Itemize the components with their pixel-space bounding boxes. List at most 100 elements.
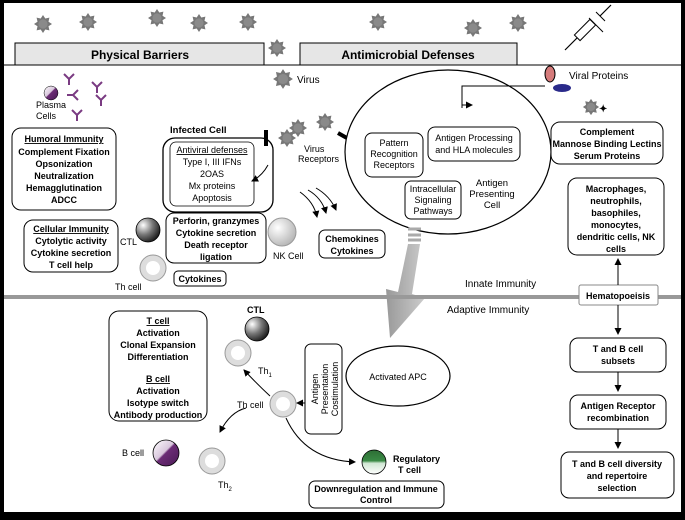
chemokines-text: Chemokines — [325, 234, 379, 244]
innate-cells-box — [567, 177, 665, 256]
virus-icon — [273, 69, 293, 89]
cytokines-box — [173, 270, 227, 287]
virus-icon — [190, 14, 208, 32]
tcell-item: Activation — [136, 328, 180, 338]
viral-protein-icon — [544, 65, 556, 83]
humoral-immunity-box — [11, 127, 117, 211]
virus-receptors-label-1: Virus — [304, 144, 325, 154]
signaling-text: Pathways — [413, 206, 453, 216]
antigen-presentation-text: Antigen Presentation Costimulation — [310, 362, 340, 417]
antimicrobial-defenses-label: Antimicrobial Defenses — [341, 48, 475, 62]
innate-cells-text: monocytes, — [591, 220, 641, 230]
svg-text:Presentation: Presentation — [320, 364, 330, 415]
th-cell-core — [276, 397, 290, 411]
cytokines-text: Cytokines — [178, 274, 221, 284]
viral-protein-icon — [553, 84, 571, 92]
virus-icon — [148, 9, 166, 27]
innate-cells-text: Macrophages, — [586, 184, 647, 194]
ctl-cell-icon — [135, 217, 161, 243]
innate-cells-text: basophiles, — [591, 208, 641, 218]
complement-marker: ✦ — [599, 104, 607, 115]
syringe-icon — [564, 4, 612, 51]
infected-cell-label: Infected Cell — [170, 125, 227, 136]
th-cell-label: Th cell — [115, 282, 142, 292]
physical-barriers-label: Physical Barriers — [91, 48, 189, 62]
downregulation-text: Control — [360, 495, 392, 505]
ctl-cell-icon — [244, 316, 270, 342]
apc-name: Presenting — [469, 189, 514, 200]
humoral-item: ADCC — [51, 195, 77, 205]
tcell-item: Clonal Expansion — [120, 340, 196, 350]
tb-diversity-text: selection — [597, 483, 636, 493]
b-cell-icon — [152, 439, 180, 467]
virus-icon — [464, 19, 482, 37]
effector-text: ligation — [200, 252, 232, 262]
pattern-recognition-box — [364, 132, 424, 178]
hematopoiesis-text: Hematopoeisis — [586, 291, 650, 301]
innate-cells-text: cells — [606, 244, 626, 254]
humoral-item: Neutralization — [34, 171, 94, 181]
activated-apc — [345, 345, 451, 407]
antigen-processing-box — [427, 126, 521, 162]
th-to-treg-arrow — [285, 417, 356, 466]
effector-text: Perforin, granzymes — [173, 216, 260, 226]
migration-arrow — [386, 227, 425, 338]
humoral-item: Hemagglutination — [26, 183, 102, 193]
humoral-immunity-title: Humoral Immunity — [24, 134, 103, 144]
virus-icon — [239, 13, 257, 31]
antigen-processing-text: Antigen Processing — [435, 133, 513, 143]
complement-box — [550, 121, 664, 165]
tcell-title: T cell — [146, 316, 169, 326]
pattern-recognition-text: Recognition — [370, 149, 418, 159]
cellular-immunity-title: Cellular Immunity — [33, 224, 109, 234]
complement-text: Mannose Binding Lectins — [552, 139, 661, 149]
tb-diversity-box — [560, 451, 675, 499]
cellular-item: Cytolytic activity — [35, 236, 107, 246]
virus-icon — [268, 39, 286, 57]
antiviral-defenses-title: Antiviral defenses — [176, 145, 248, 155]
svg-text:Antigen: Antigen — [310, 374, 320, 405]
th2-cell-core — [205, 454, 219, 468]
adaptive-immunity-label: Adaptive Immunity — [447, 305, 529, 316]
plasma-cell-icon — [43, 85, 59, 101]
antiviral-item: Mx proteins — [189, 181, 236, 191]
antiviral-defenses-box — [169, 141, 255, 207]
bcell-item: Isotype switch — [127, 398, 189, 408]
th-to-th1-arrow — [243, 369, 271, 397]
chemokines-text: Cytokines — [330, 246, 373, 256]
viral-protein-connector — [461, 85, 545, 108]
virus-icon — [509, 14, 527, 32]
tb-diversity-text: and repertoire — [587, 471, 648, 481]
regulatory-label: Regulatory — [393, 454, 440, 464]
cellular-item: T cell help — [49, 260, 94, 270]
antiviral-item: Type I, III IFNs — [183, 157, 242, 167]
effector-box — [165, 212, 267, 264]
bcell-item: Activation — [136, 386, 180, 396]
infected-cell-outline — [162, 137, 274, 213]
th1-cell-core — [231, 346, 245, 360]
tcell-bcell-box — [108, 310, 208, 422]
cellular-item: Cytokine secretion — [31, 248, 112, 258]
signal-arrow — [251, 164, 269, 182]
complement-text: Complement — [580, 127, 635, 137]
effector-text: Death receptor — [184, 240, 248, 250]
humoral-item: Opsonization — [36, 159, 93, 169]
humoral-item: Complement Fixation — [18, 147, 110, 157]
ctl-adaptive-label: CTL — [247, 305, 265, 315]
innate-cells-text: dendritic cells, NK — [577, 232, 656, 242]
bcell-title: B cell — [146, 374, 170, 384]
physical-barriers-box — [14, 42, 265, 66]
regulatory-t-cell-icon — [361, 449, 387, 475]
apc-name: Cell — [484, 200, 500, 211]
antiviral-item: Apoptosis — [192, 193, 232, 203]
pattern-recognition-text: Pattern — [379, 138, 408, 148]
svg-text:Costimulation: Costimulation — [330, 362, 340, 417]
cellular-immunity-box — [23, 219, 119, 273]
antigen-presentation-box — [304, 343, 343, 435]
chemokine-arrow — [299, 191, 320, 218]
virus-label: Virus — [297, 75, 320, 86]
antiviral-item: 2OAS — [200, 169, 224, 179]
innate-immunity-label: Innate Immunity — [465, 279, 536, 290]
nk-cell-icon — [267, 217, 297, 247]
th1-label: Th1 — [258, 366, 273, 379]
